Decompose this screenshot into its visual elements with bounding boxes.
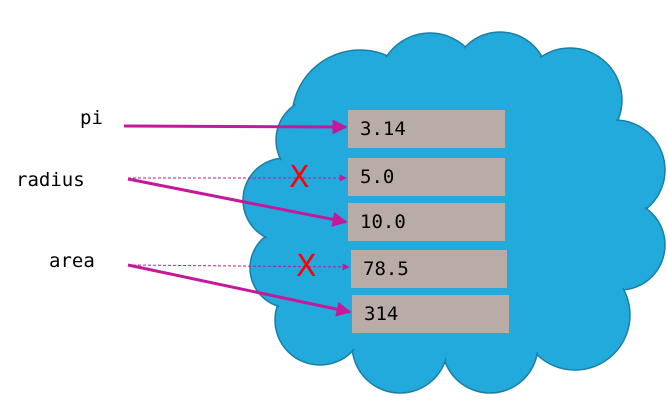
value-box: 10.0 <box>348 203 505 241</box>
cross-out-mark-radius: X <box>289 160 310 195</box>
arrow-radius-to-10.0 <box>127 177 348 227</box>
arrow-pi-to-3.14 <box>123 119 348 135</box>
value-box: 314 <box>352 295 509 333</box>
variable-label-area: area <box>49 250 95 272</box>
value-box: 78.5 <box>351 250 507 288</box>
value-box: 3.14 <box>348 110 505 148</box>
old-arrow-area-to-78.5 <box>127 263 350 271</box>
variable-label-radius: radius <box>16 169 85 191</box>
value-box: 5.0 <box>348 158 505 196</box>
arrow-area-to-314 <box>127 263 352 317</box>
variable-label-pi: pi <box>80 107 103 129</box>
cross-out-mark-area: X <box>296 249 317 284</box>
